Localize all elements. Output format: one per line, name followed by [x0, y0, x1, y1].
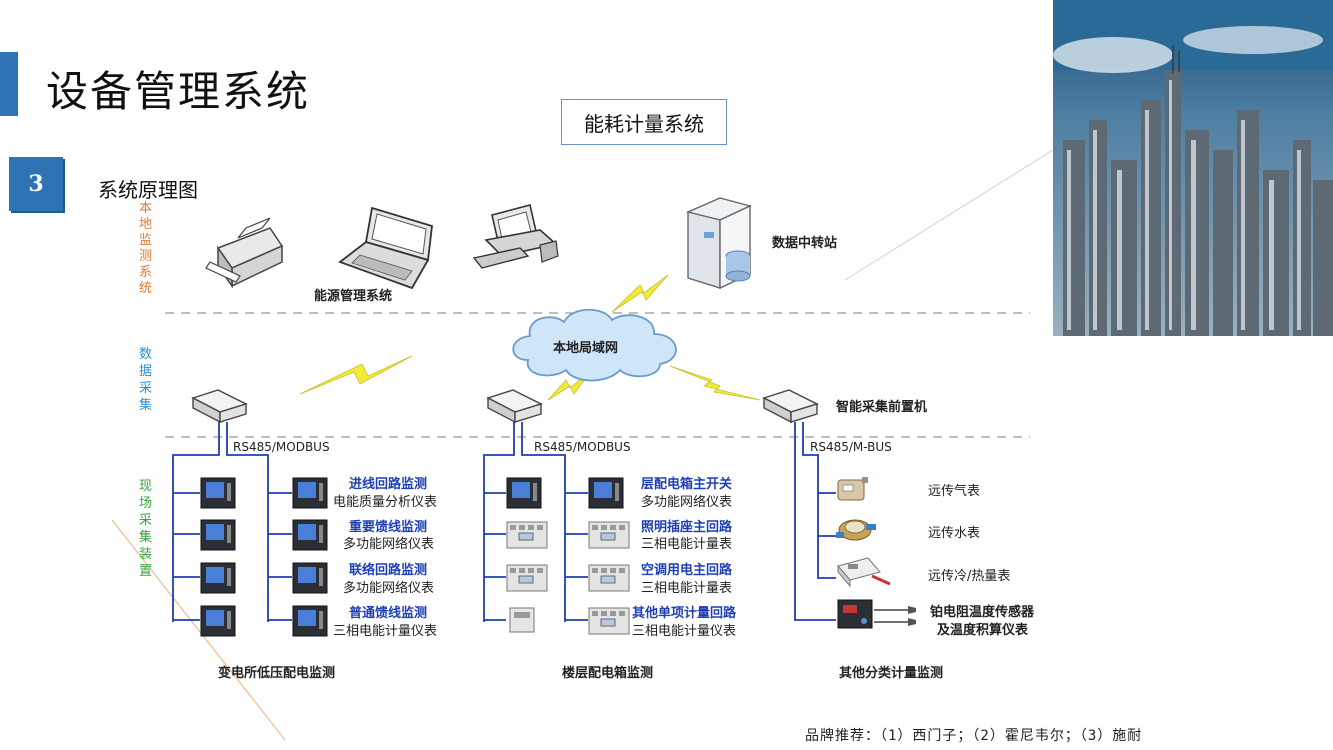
- collector-icon: [486, 389, 543, 424]
- zone-field-label: 现场采集装置: [139, 479, 152, 579]
- multifunction-meter-icon: [200, 605, 236, 637]
- page-title: 设备管理系统: [46, 67, 311, 116]
- desktop-computer-icon: [472, 204, 559, 269]
- collector-icon: [191, 389, 248, 424]
- section-number-badge: 3: [9, 157, 63, 211]
- floorbox-item-desc: 三相电能计量表: [641, 581, 732, 596]
- multifunction-meter-icon: [292, 562, 328, 594]
- bus-label-right: RS485/M-BUS: [810, 440, 892, 454]
- multifunction-meter-icon: [588, 477, 624, 509]
- bus-label-left: RS485/MODBUS: [233, 440, 330, 454]
- software-label: 能源管理系统: [314, 288, 392, 304]
- bus-label-mid: RS485/MODBUS: [534, 440, 631, 454]
- lightning-icon: [669, 365, 761, 401]
- lightning-icon: [611, 274, 669, 313]
- multifunction-meter-icon: [292, 519, 328, 551]
- city-skyline-image: [1053, 0, 1333, 336]
- diagram-title-box: 能耗计量系统: [561, 99, 727, 145]
- lightning-icon: [299, 355, 413, 395]
- floorbox-item-desc: 三相电能计量仪表: [632, 624, 736, 639]
- heat-meter-icon: [837, 557, 891, 588]
- other-item-label: 远传水表: [928, 526, 980, 541]
- energy-meter-icon: [588, 521, 630, 549]
- energy-meter-icon: [506, 521, 548, 549]
- floorbox-item-title: 层配电箱主开关: [641, 476, 732, 492]
- printer-icon: [205, 217, 284, 289]
- lan-cloud-icon: [512, 308, 677, 382]
- substation-item-desc: 多功能网络仪表: [343, 536, 434, 552]
- floorbox-item-desc: 多功能网络仪表: [641, 494, 732, 510]
- zone-data-label: 数据采集: [139, 347, 152, 413]
- decor-line: [111, 519, 286, 741]
- gas-meter-icon: [837, 477, 868, 501]
- server-icon: [685, 197, 753, 290]
- substation-item-desc: 电能质量分析仪表: [333, 495, 437, 510]
- energy-meter-icon: [588, 607, 630, 635]
- section-title: 系统原理图: [98, 178, 198, 202]
- substation-item-title: 进线回路监测: [349, 476, 427, 492]
- floorbox-caption: 楼层配电箱监测: [562, 665, 653, 681]
- bus-lines: [172, 422, 836, 622]
- multifunction-meter-icon: [200, 562, 236, 594]
- brand-recommendation: 品牌推荐：（1）西门子；（2）霍尼韦尔；（3）施耐: [805, 728, 1143, 744]
- lan-label: 本地局域网: [553, 340, 618, 356]
- floorbox-item-desc: 三相电能计量表: [641, 537, 732, 552]
- energy-meter-icon: [506, 564, 548, 592]
- substation-caption: 变电所低压配电监测: [218, 665, 335, 681]
- decor-line: [844, 149, 1054, 281]
- floorbox-item-title: 照明插座主回路: [641, 519, 733, 535]
- meter-devices: [200, 477, 630, 637]
- multifunction-meter-icon: [506, 477, 542, 509]
- floorbox-item-title: 空调用电主回路: [641, 562, 733, 578]
- energy-meter-icon: [588, 564, 630, 592]
- floorbox-item-title: 其他单项计量回路: [632, 605, 737, 621]
- zone-local-label: 本地监测系统: [139, 201, 152, 296]
- other-item-label: 远传气表: [928, 483, 980, 499]
- other-item-label: 远传冷/热量表: [928, 569, 1010, 584]
- laptop-icon: [338, 206, 433, 290]
- collector-icon: [762, 389, 819, 424]
- sensor-label-line2: 及温度积算仪表: [937, 622, 1029, 638]
- substation-item-title: 联络回路监测: [349, 562, 427, 578]
- collector-label: 智能采集前置机: [836, 399, 927, 415]
- substation-item-desc: 三相电能计量仪表: [333, 624, 437, 639]
- substation-item-desc: 多功能网络仪表: [343, 580, 434, 596]
- temperature-sensor-icon: [837, 599, 916, 629]
- other-caption: 其他分类计量监测: [839, 665, 943, 681]
- water-meter-icon: [836, 519, 876, 541]
- multifunction-meter-icon: [292, 477, 328, 509]
- substation-item-title: 重要馈线监测: [349, 519, 427, 535]
- sensor-label-line1: 铂电阻温度传感器: [930, 604, 1035, 620]
- substation-item-title: 普通馈线监测: [349, 605, 427, 621]
- multifunction-meter-icon: [200, 477, 236, 509]
- multifunction-meter-icon: [292, 605, 328, 637]
- multifunction-meter-icon: [200, 519, 236, 551]
- server-label: 数据中转站: [772, 235, 837, 251]
- title-accent-bar: [0, 52, 18, 116]
- single-phase-meter-icon: [509, 607, 535, 633]
